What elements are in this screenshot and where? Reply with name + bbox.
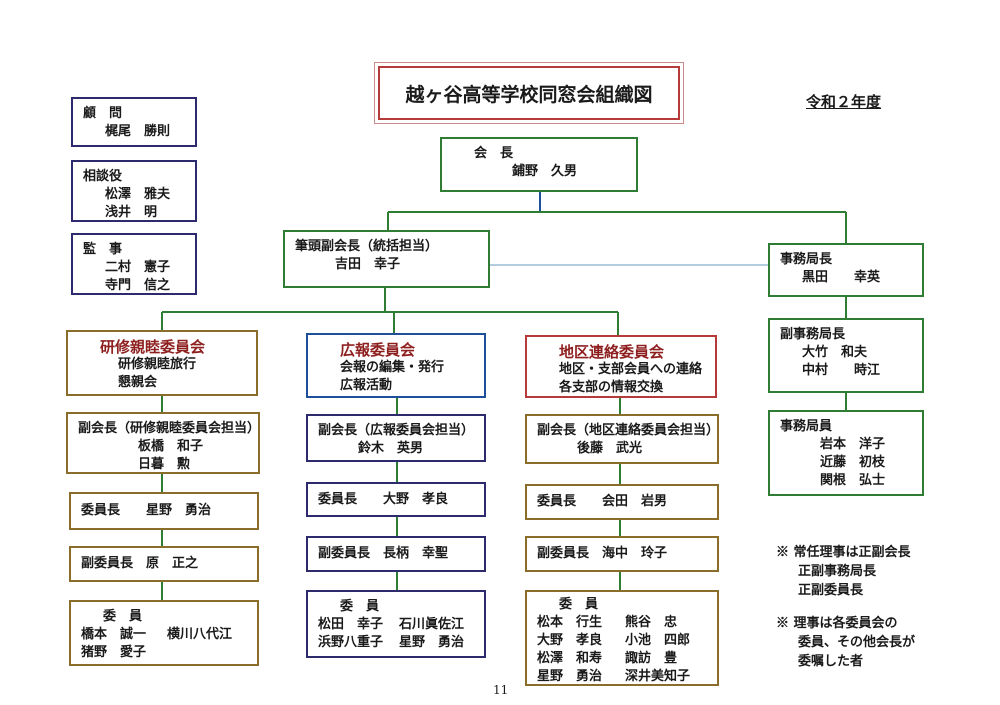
committee-chair-box: 委員長 大野 孝良 — [306, 482, 486, 517]
senior-vp-name: 吉田 幸子 — [335, 257, 401, 272]
auditor-box: 監 事 二村 憲子 寺門 信之 — [71, 233, 197, 295]
advisor-name: 梶尾 勝則 — [105, 124, 171, 139]
note-line: ※ 常任理事は正副会長 — [776, 545, 911, 560]
secretariat-chief-name: 黒田 幸英 — [802, 270, 881, 285]
committee-members-label: 委 員 — [559, 597, 599, 612]
counselor-role: 相談役 — [83, 169, 123, 184]
advisor-box: 顧 問 梶尾 勝則 — [71, 97, 197, 147]
committee-vice-chair: 副委員長 長柄 幸聖 — [318, 546, 449, 561]
committee-chair: 委員長 大野 孝良 — [318, 492, 449, 507]
committee-member: 小池 四郎 — [625, 633, 691, 648]
note-line: 正副事務局長 — [798, 564, 877, 579]
committee-member: 猪野 愛子 — [81, 645, 147, 660]
committee-vice-chair: 副委員長 原 正之 — [81, 556, 199, 571]
committee-members-box: 委 員 松田 幸子 石川眞佐江 浜野八重子 星野 勇治 — [306, 590, 486, 658]
committee-vp-name: 鈴木 英男 — [358, 441, 424, 456]
committee-vice-chair: 副委員長 海中 玲子 — [537, 546, 668, 561]
note-line: 委嘱した者 — [798, 654, 864, 669]
auditor-name: 二村 憲子 — [105, 260, 171, 275]
committee-member: 星野 勇治 — [537, 669, 603, 684]
secretariat-deputy-box: 副事務局長 大竹 和夫 中村 時江 — [768, 318, 924, 393]
secretariat-deputy-role: 副事務局長 — [780, 327, 846, 342]
committee-member: 熊谷 忠 — [625, 615, 678, 630]
committee-members-label: 委 員 — [340, 599, 380, 614]
note-line: 委員、その他会長が — [798, 635, 916, 650]
secretariat-chief-box: 事務局長 黒田 幸英 — [768, 243, 924, 297]
committee-box: 地区連絡委員会 地区・支部会員への連絡 各支部の情報交換 — [525, 335, 717, 398]
committee-member: 橋本 誠一 — [81, 627, 147, 642]
committee-member: 星野 勇治 — [399, 635, 465, 650]
committee-chair: 委員長 星野 勇治 — [81, 503, 212, 518]
committee-member: 石川眞佐江 — [399, 617, 465, 632]
auditor-role: 監 事 — [83, 242, 123, 257]
committee-duty: 地区・支部会員への連絡 — [559, 362, 703, 377]
note-board-members: ※ 常任理事は正副会長 正副事務局長 正副委員長 — [776, 543, 911, 600]
secretariat-deputy-name: 中村 時江 — [802, 363, 881, 378]
committee-box: 広報委員会 会報の編集・発行 広報活動 — [306, 333, 486, 398]
committee-vp-name: 板橋 和子 — [138, 439, 204, 454]
page-number: 11 — [493, 683, 509, 697]
committee-member: 松本 行生 — [537, 615, 603, 630]
advisor-role: 顧 問 — [83, 106, 123, 121]
committee-vp-name: 後藤 武光 — [577, 441, 643, 456]
committee-duty: 懇親会 — [118, 375, 158, 390]
committee-duty: 広報活動 — [340, 378, 393, 393]
committee-member: 大野 孝良 — [537, 633, 603, 648]
committee-members-label: 委 員 — [103, 609, 143, 624]
committee-name: 広報委員会 — [340, 341, 416, 359]
committee-vice-chair-box: 副委員長 原 正之 — [69, 546, 259, 582]
committee-vp-role: 副会長（地区連絡委員会担当） — [537, 423, 720, 438]
secretariat-staff-box: 事務局員 岩本 洋子 近藤 初枝 関根 弘士 — [768, 410, 924, 496]
secretariat-staff-name: 関根 弘士 — [820, 473, 886, 488]
secretariat-staff-role: 事務局員 — [780, 419, 833, 434]
committee-box: 研修親睦委員会 研修親睦旅行 懇親会 — [66, 330, 258, 396]
counselor-name: 松澤 雅夫 — [105, 187, 171, 202]
counselor-box: 相談役 松澤 雅夫 浅井 明 — [71, 160, 197, 222]
committee-member: 横川八代江 — [167, 627, 233, 642]
chart-title: 越ヶ谷高等学校同窓会組織図 — [378, 66, 680, 120]
committee-member: 松澤 和寿 — [537, 651, 603, 666]
committee-duty: 各支部の情報交換 — [559, 380, 664, 395]
committee-vp-role: 副会長（研修親睦委員会担当） — [78, 421, 261, 436]
committee-vp-name: 日暮 勲 — [138, 457, 191, 472]
committee-members-box: 委 員 橋本 誠一 横川八代江 猪野 愛子 — [69, 600, 259, 666]
committee-name: 地区連絡委員会 — [559, 343, 665, 361]
president-name: 鋪野 久男 — [512, 164, 578, 179]
note-line: ※ 理事は各委員会の — [776, 616, 898, 631]
committee-members-box: 委 員 松本 行生 熊谷 忠 大野 孝良 小池 四郎 松澤 和寿 諏訪 豊 星野… — [525, 590, 719, 686]
committee-duty: 会報の編集・発行 — [340, 360, 445, 375]
fiscal-year: 令和２年度 — [806, 93, 882, 111]
president-box: 会 長 鋪野 久男 — [440, 137, 638, 192]
committee-name: 研修親睦委員会 — [100, 338, 206, 356]
committee-member: 松田 幸子 — [318, 617, 384, 632]
committee-member: 深井美知子 — [625, 669, 691, 684]
committee-duty: 研修親睦旅行 — [118, 357, 197, 372]
counselor-name: 浅井 明 — [105, 205, 158, 220]
secretariat-staff-name: 岩本 洋子 — [820, 437, 886, 452]
committee-member: 諏訪 豊 — [625, 651, 678, 666]
secretariat-deputy-name: 大竹 和夫 — [802, 345, 868, 360]
committee-vice-chair-box: 副委員長 長柄 幸聖 — [306, 536, 486, 572]
secretariat-staff-name: 近藤 初枝 — [820, 455, 886, 470]
committee-vp-role: 副会長（広報委員会担当） — [318, 423, 475, 438]
auditor-name: 寺門 信之 — [105, 278, 171, 293]
committee-vice-chair-box: 副委員長 海中 玲子 — [525, 536, 719, 572]
committee-chair: 委員長 会田 岩男 — [537, 494, 668, 509]
president-role: 会 長 — [474, 146, 514, 161]
senior-vp-box: 筆頭副会長（統括担当） 吉田 幸子 — [283, 230, 490, 288]
committee-vp-box: 副会長（広報委員会担当） 鈴木 英男 — [306, 414, 486, 462]
committee-chair-box: 委員長 星野 勇治 — [69, 492, 259, 530]
note-line: 正副委員長 — [798, 583, 864, 598]
senior-vp-role: 筆頭副会長（統括担当） — [295, 239, 439, 254]
committee-member: 浜野八重子 — [318, 635, 384, 650]
note-directors: ※ 理事は各委員会の 委員、その他会長が 委嘱した者 — [776, 614, 915, 671]
committee-vp-box: 副会長（研修親睦委員会担当） 板橋 和子 日暮 勲 — [66, 412, 260, 474]
secretariat-chief-role: 事務局長 — [780, 252, 833, 267]
committee-chair-box: 委員長 会田 岩男 — [525, 484, 719, 520]
committee-vp-box: 副会長（地区連絡委員会担当） 後藤 武光 — [525, 414, 719, 464]
